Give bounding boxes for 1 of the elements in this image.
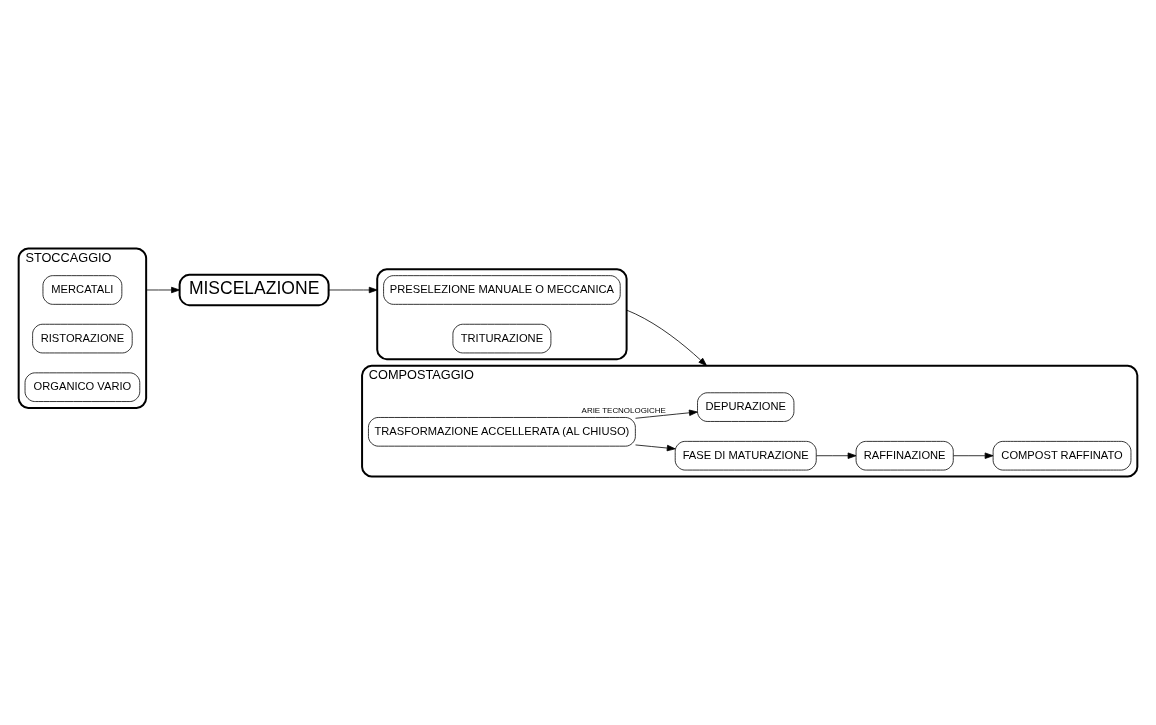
- edge-label: ARIE TECNOLOGICHE: [581, 405, 666, 415]
